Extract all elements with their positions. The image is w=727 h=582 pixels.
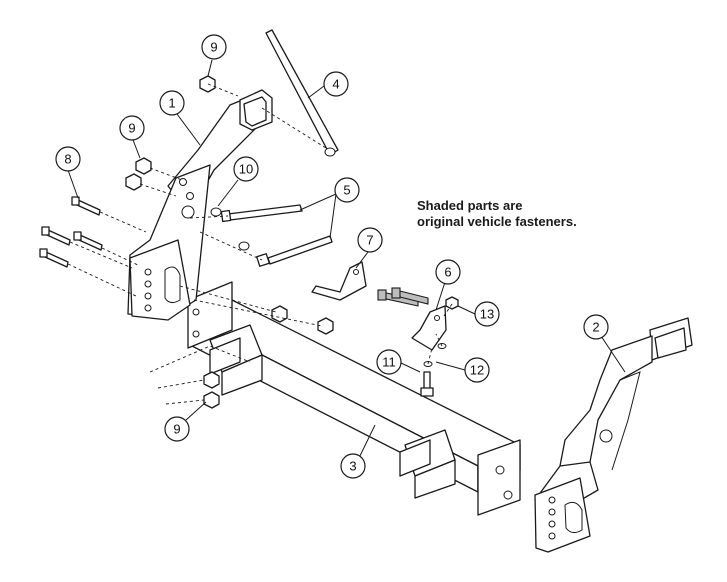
svg-text:6: 6 (444, 265, 451, 280)
svg-text:1: 1 (168, 96, 175, 111)
svg-text:3: 3 (349, 459, 356, 474)
svg-text:10: 10 (239, 162, 253, 177)
part-6-bracket (411, 305, 447, 351)
callout-9-bottom: 9 (164, 416, 190, 442)
svg-text:2: 2 (592, 320, 599, 335)
part-5-long-bolts (220, 204, 333, 267)
callout-9-top: 9 (201, 34, 227, 60)
svg-text:8: 8 (64, 152, 71, 167)
svg-text:9: 9 (210, 40, 217, 55)
part-7-small-bracket (311, 261, 367, 301)
alignment-lines (67, 83, 453, 405)
callout-5: 5 (334, 177, 360, 203)
callout-12: 12 (464, 357, 490, 383)
callout-7: 7 (357, 227, 383, 253)
svg-text:7: 7 (366, 233, 373, 248)
svg-text:11: 11 (382, 355, 396, 370)
svg-text:4: 4 (332, 77, 339, 92)
part-2-right-bracket (534, 317, 693, 553)
callout-4: 4 (323, 71, 349, 97)
shaded-fasteners (377, 287, 429, 307)
callout-leaders (67, 59, 626, 463)
callout-9-left: 9 (119, 115, 145, 141)
svg-text:13: 13 (480, 307, 494, 322)
callout-3: 3 (340, 453, 366, 479)
svg-text:9: 9 (173, 422, 180, 437)
callout-2: 2 (583, 314, 609, 340)
svg-text:5: 5 (343, 183, 350, 198)
svg-text:9: 9 (128, 121, 135, 136)
washers-and-bolt (210, 207, 447, 397)
part-4-brace-bar (265, 29, 339, 157)
part-8-bolts (39, 196, 103, 268)
shaded-parts-note: Shaded parts are original vehicle fasten… (417, 198, 577, 230)
note-line-1: Shaded parts are (417, 198, 523, 213)
note-line-2: original vehicle fasteners. (417, 214, 577, 229)
callout-11: 11 (376, 349, 402, 375)
callout-10: 10 (233, 156, 259, 182)
part-1-left-bracket (127, 89, 273, 321)
callout-1: 1 (159, 90, 185, 116)
part-3-cross-tube (187, 281, 521, 516)
callout-8: 8 (55, 146, 81, 172)
callout-13: 13 (474, 301, 500, 327)
callout-6: 6 (435, 259, 461, 285)
svg-text:12: 12 (470, 363, 484, 378)
